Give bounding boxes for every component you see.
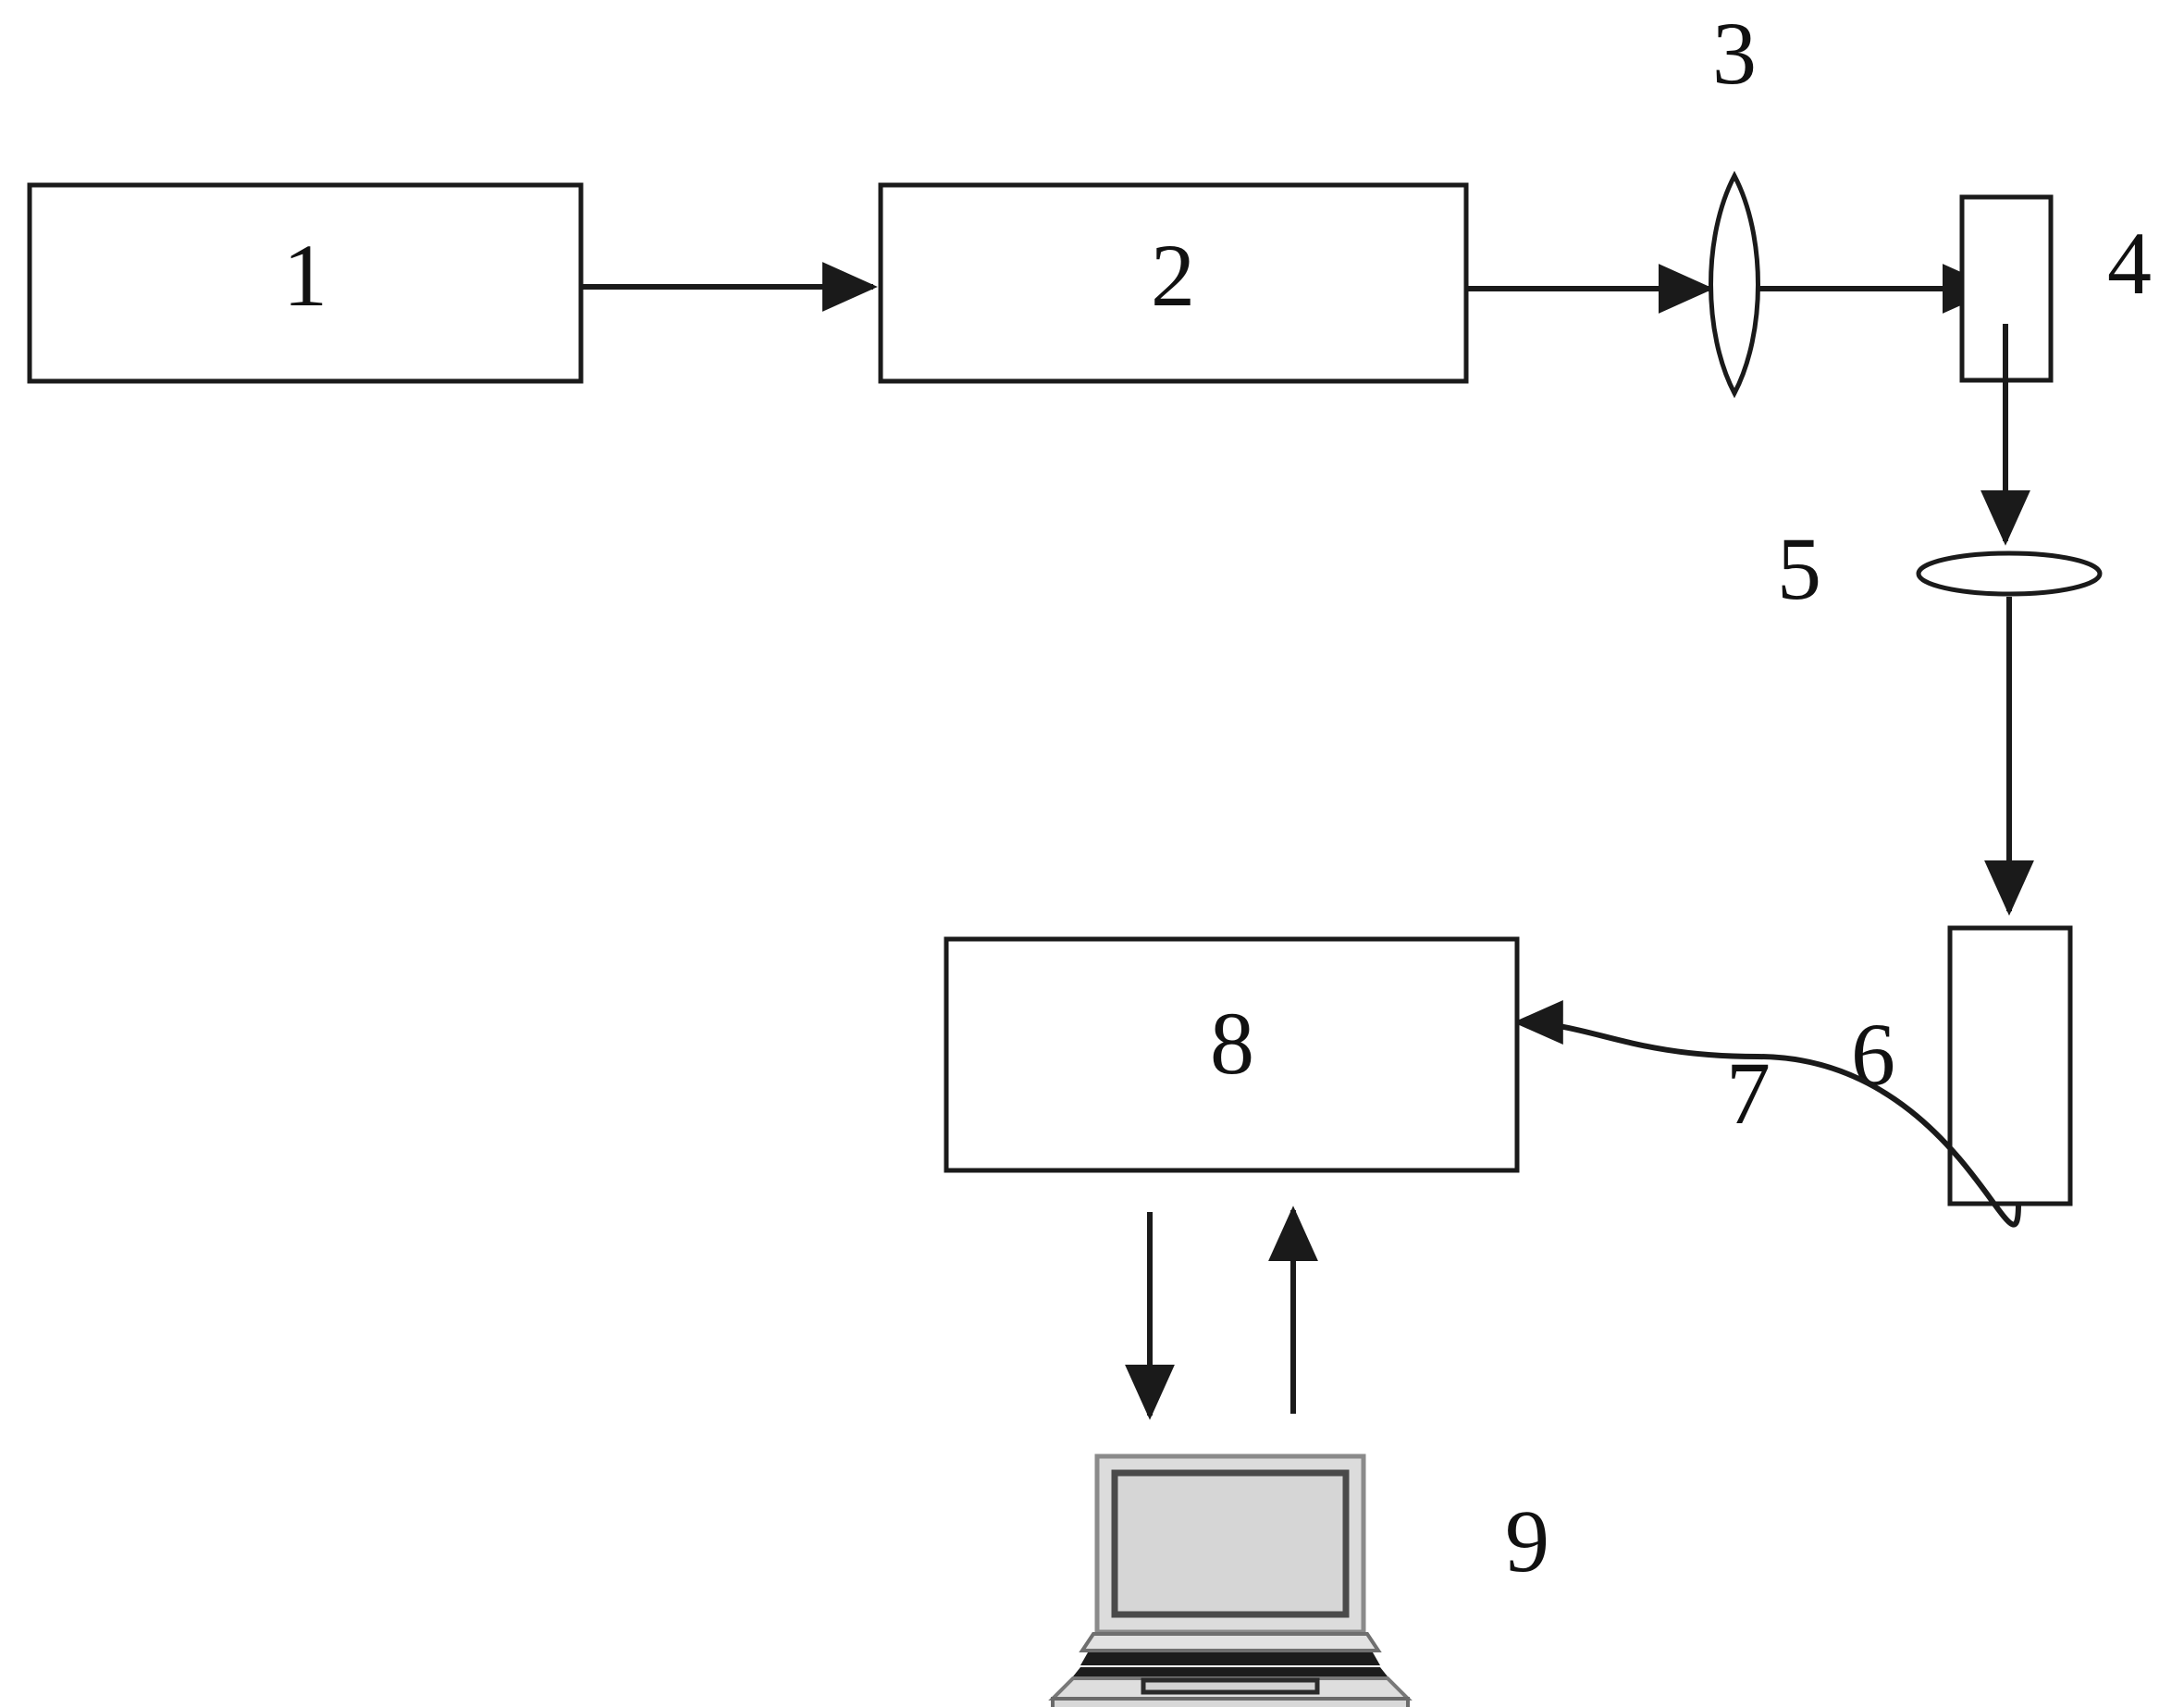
lens-5-shape[interactable] [1916,550,2103,597]
block-6-rect[interactable] [1947,925,2073,1206]
block-8-label: 8 [1210,994,1254,1093]
block-1-label: 1 [283,226,327,325]
block-1-rect[interactable] [27,182,584,384]
block-2-label: 2 [1151,226,1195,325]
lens-3-label: 3 [1712,4,1757,103]
laptop-9-icon[interactable] [1048,1453,1413,1707]
block-4-label: 4 [2107,214,2152,313]
lens-3-shape[interactable] [1709,170,1760,399]
cable-7-path [1512,1000,2021,1228]
cable-7-label: 7 [1726,1044,1771,1143]
lens-5-label: 5 [1777,519,1821,618]
block-2-rect[interactable] [878,182,1469,384]
block-8-rect[interactable] [944,936,1520,1173]
laptop-9-label: 9 [1505,1491,1549,1590]
